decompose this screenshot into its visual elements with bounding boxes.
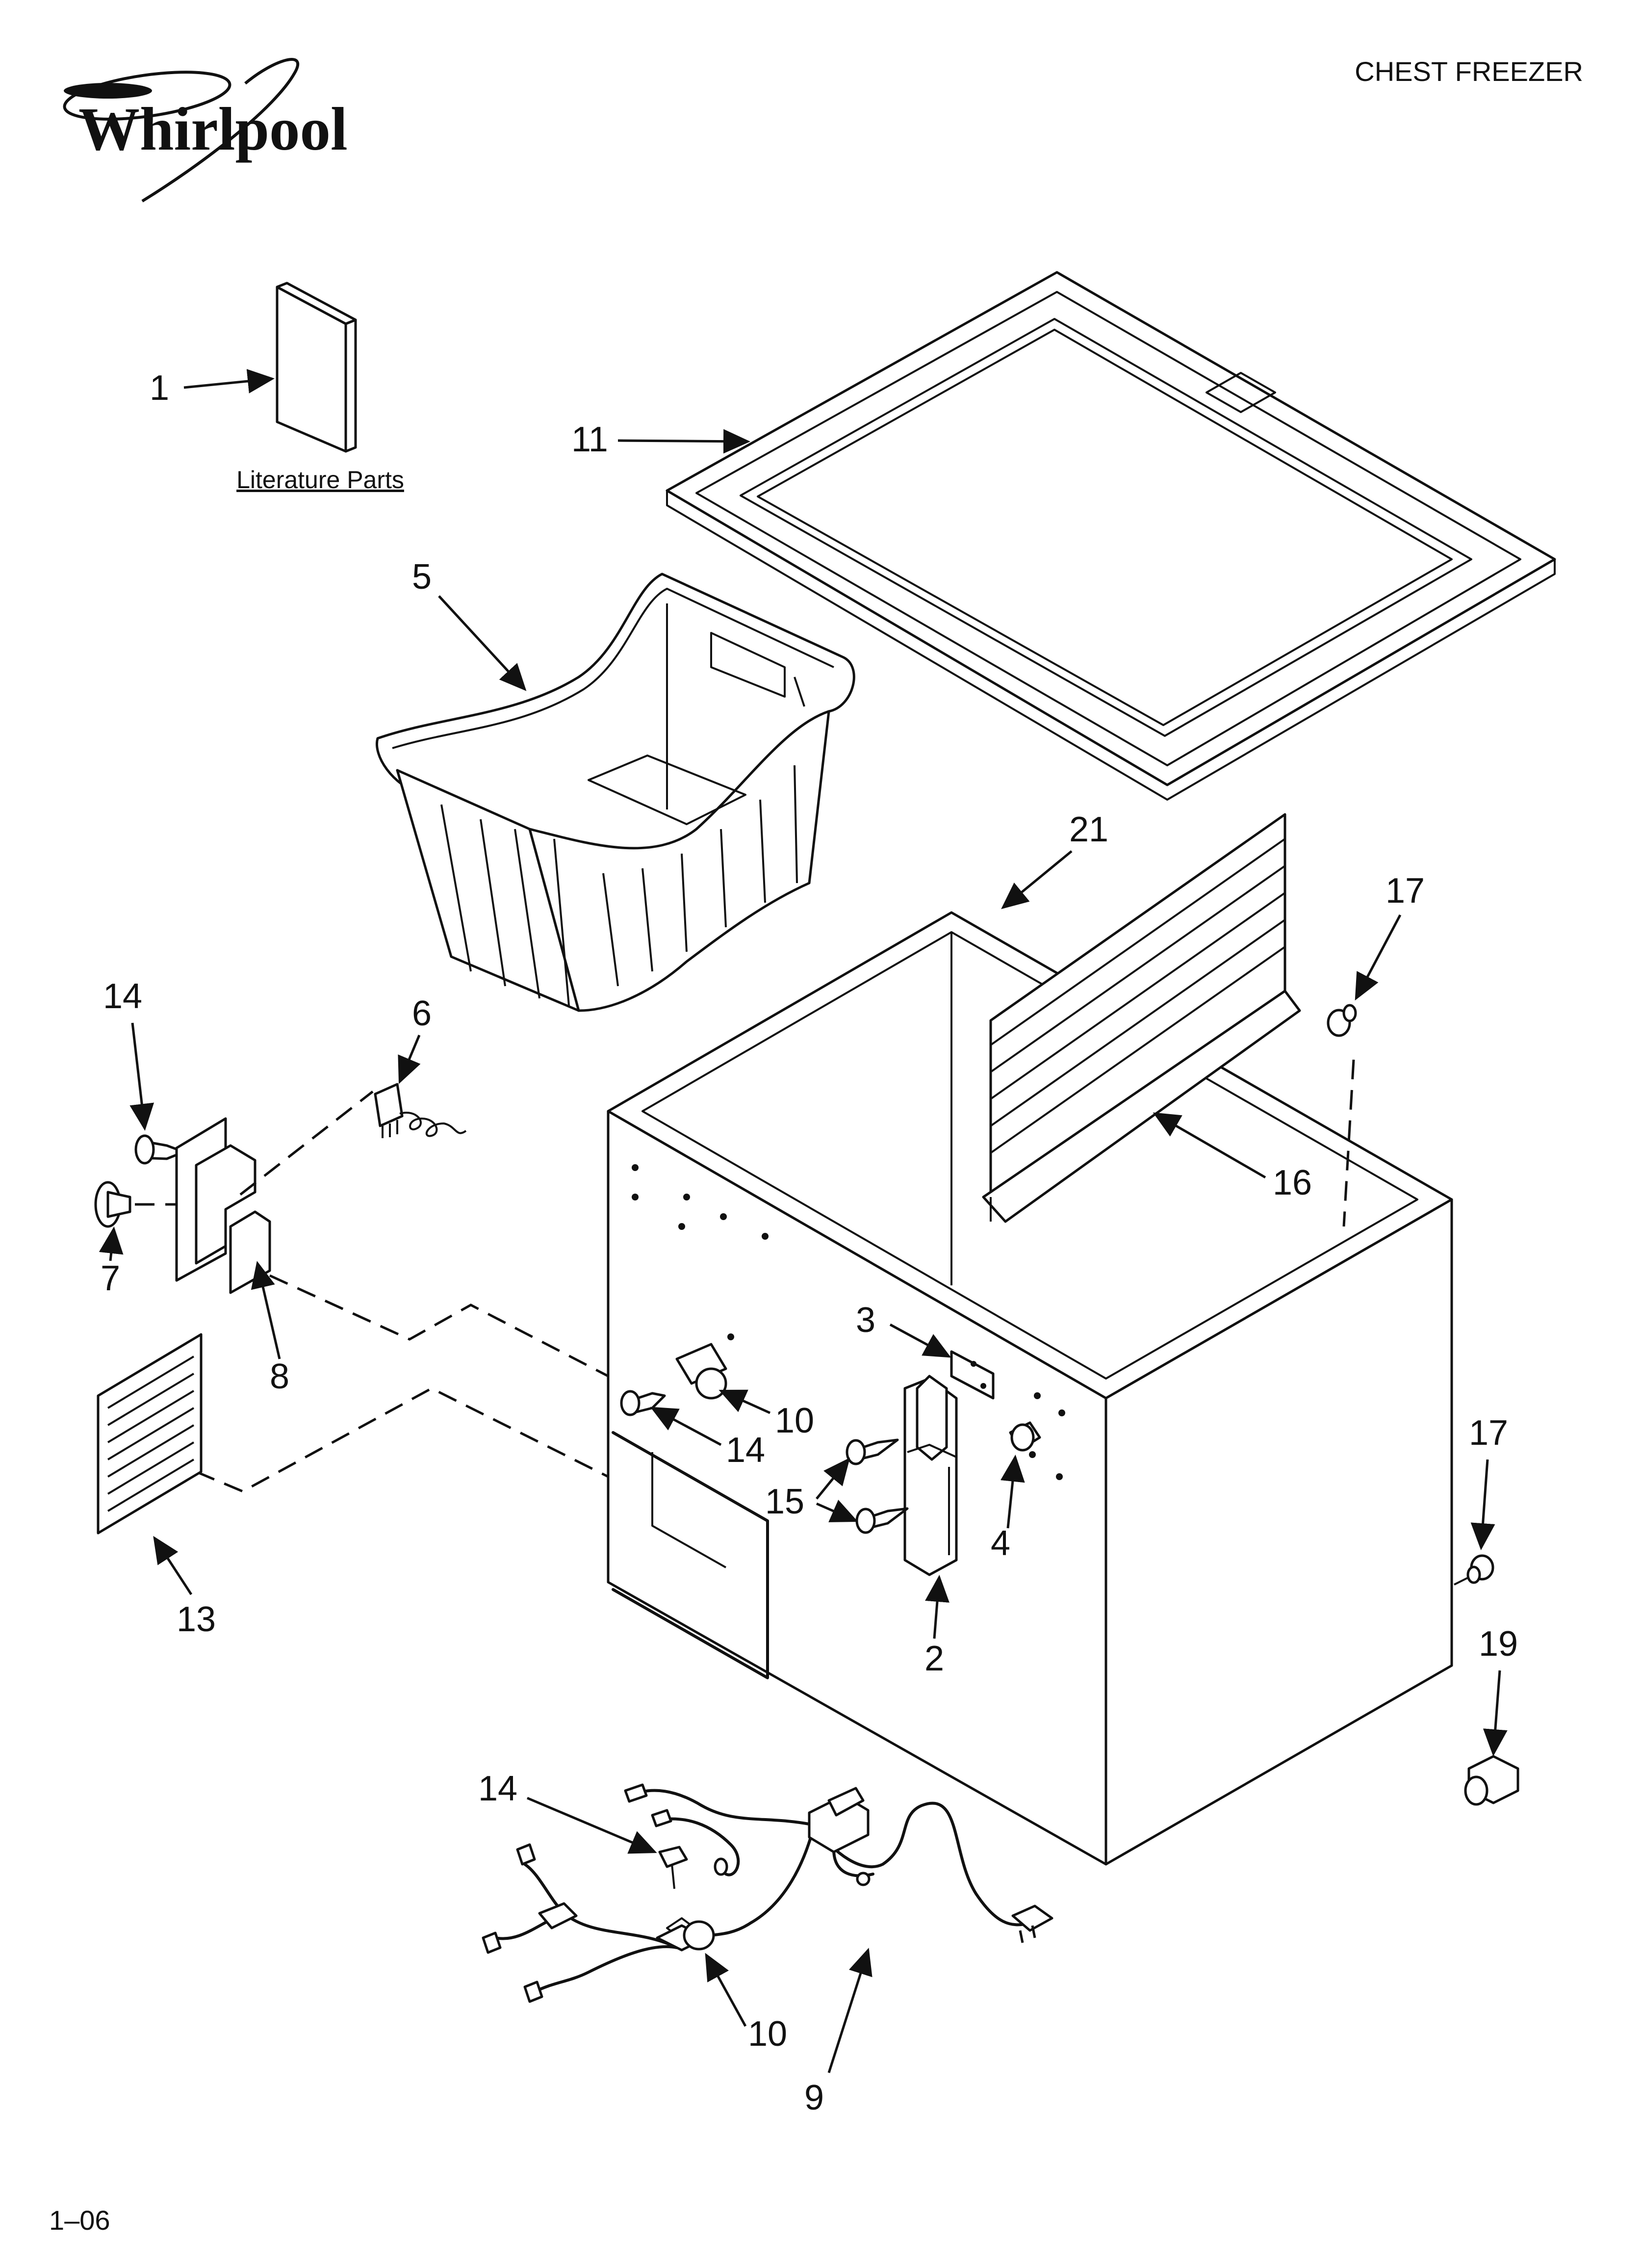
logo-wordmark: Whirlpool: [78, 96, 348, 163]
callout-10-top: 10: [775, 1401, 814, 1440]
date-code: 1–06: [49, 2205, 110, 2236]
control-bracket: [175, 1117, 271, 1294]
callout-5: 5: [412, 557, 432, 597]
hinge-bracket: [950, 1350, 995, 1400]
callout-11: 11: [571, 420, 608, 459]
screw-left: [134, 1134, 185, 1165]
grille: [97, 1333, 203, 1535]
clamp-top: [675, 1333, 734, 1400]
wire-harness: [482, 1783, 1053, 2003]
callout-17-top: 17: [1385, 871, 1425, 911]
callout-8: 8: [270, 1357, 289, 1396]
callout-3: 3: [856, 1301, 875, 1340]
callout-15: 15: [765, 1482, 804, 1521]
callout-21: 21: [1069, 810, 1108, 849]
spacer: [1009, 1421, 1041, 1452]
drain-plug: [1464, 1755, 1519, 1806]
callout-1: 1: [150, 368, 169, 408]
plug-side: [1466, 1554, 1494, 1584]
callout-10-harness: 10: [748, 2014, 787, 2054]
clamp-harness: [656, 1920, 715, 1952]
thermostat-switch: [374, 1083, 467, 1138]
divider-panel: [982, 813, 1301, 1223]
knob: [94, 1181, 131, 1228]
callout-6: 6: [412, 994, 432, 1033]
screw-harness: [658, 1846, 688, 1889]
callout-13: 13: [177, 1600, 216, 1639]
hinge: [903, 1375, 958, 1576]
callout-14-left: 14: [103, 977, 142, 1016]
literature-booklet: [276, 282, 357, 453]
whirlpool-logo: Whirlpool: [63, 58, 348, 203]
callout-14-harness: 14: [478, 1769, 517, 1808]
screw-mid: [620, 1390, 666, 1416]
callout-7: 7: [101, 1259, 120, 1298]
callout-4: 4: [991, 1524, 1010, 1563]
callout-14-mid: 14: [726, 1431, 765, 1470]
freezer-lid: [666, 271, 1556, 801]
callout-16: 16: [1273, 1163, 1312, 1202]
callout-2: 2: [924, 1639, 944, 1678]
hinge-screws: [846, 1438, 909, 1534]
plug-top: [1327, 1004, 1357, 1037]
callout-19: 19: [1479, 1624, 1518, 1664]
storage-basket: [376, 573, 855, 1012]
page-title: CHEST FREEZER: [1355, 56, 1583, 87]
literature-parts-label: Literature Parts: [236, 466, 404, 494]
callout-17-side: 17: [1469, 1413, 1508, 1453]
callout-9: 9: [804, 2078, 824, 2117]
